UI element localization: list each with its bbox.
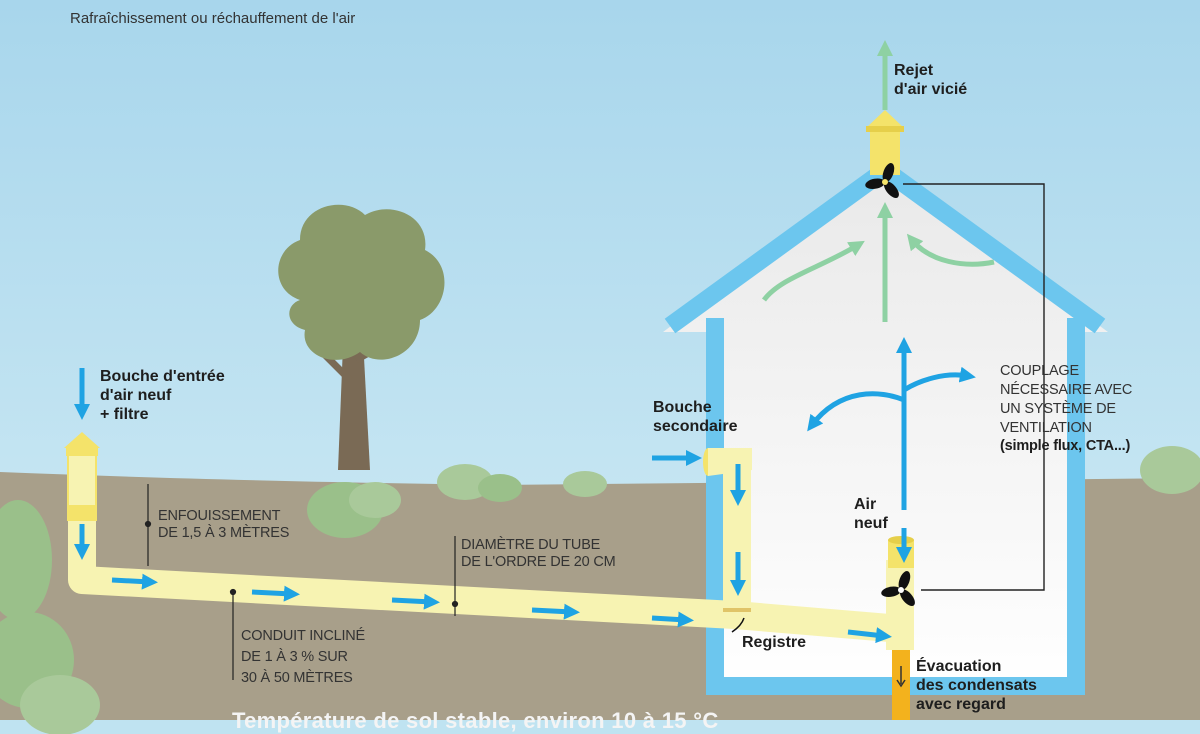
fan-icon	[865, 163, 899, 198]
footer-title: Température de sol stable, environ 10 à …	[232, 708, 719, 733]
condensate-drain	[892, 650, 910, 720]
fresh-air-label: Air neuf	[854, 496, 888, 532]
secondary-mouth	[703, 448, 752, 476]
intake-label: Bouche d'entrée d'air neuf + filtre	[100, 368, 225, 423]
exhaust-label: Rejet d'air vicié	[894, 62, 968, 98]
tree	[278, 204, 445, 470]
coupling-label: COUPLAGE NÉCESSAIRE AVEC UN SYSTÈME DE V…	[1000, 363, 1133, 455]
condensate-label: Évacuation des condensats avec regard	[916, 658, 1037, 714]
air-flow-arrows	[73, 336, 976, 644]
register-icon	[731, 617, 745, 633]
fan-icon	[881, 571, 915, 606]
bushes	[0, 446, 1200, 734]
exhaust-chimney	[866, 110, 904, 175]
fresh-air-column	[888, 536, 914, 568]
subtitle: Rafraîchissement ou réchauffement de l'a…	[70, 10, 356, 27]
slope-label: CONDUIT INCLINÉ DE 1 À 3 % SUR 30 À 50 M…	[241, 628, 366, 687]
secondary-mouth-label: Bouche secondaire	[653, 399, 738, 435]
coupling-line	[903, 183, 1045, 591]
burial-depth-label: ENFOUISSEMENT DE 1,5 À 3 MÈTRES	[158, 508, 290, 542]
intake-cap	[64, 432, 100, 521]
measure-lines	[144, 484, 459, 680]
register-label: Registre	[742, 634, 807, 651]
tube-diameter-label: DIAMÈTRE DU TUBE DE L'ORDRE DE 20 CM	[461, 537, 616, 571]
exhaust-arrows	[761, 39, 995, 322]
